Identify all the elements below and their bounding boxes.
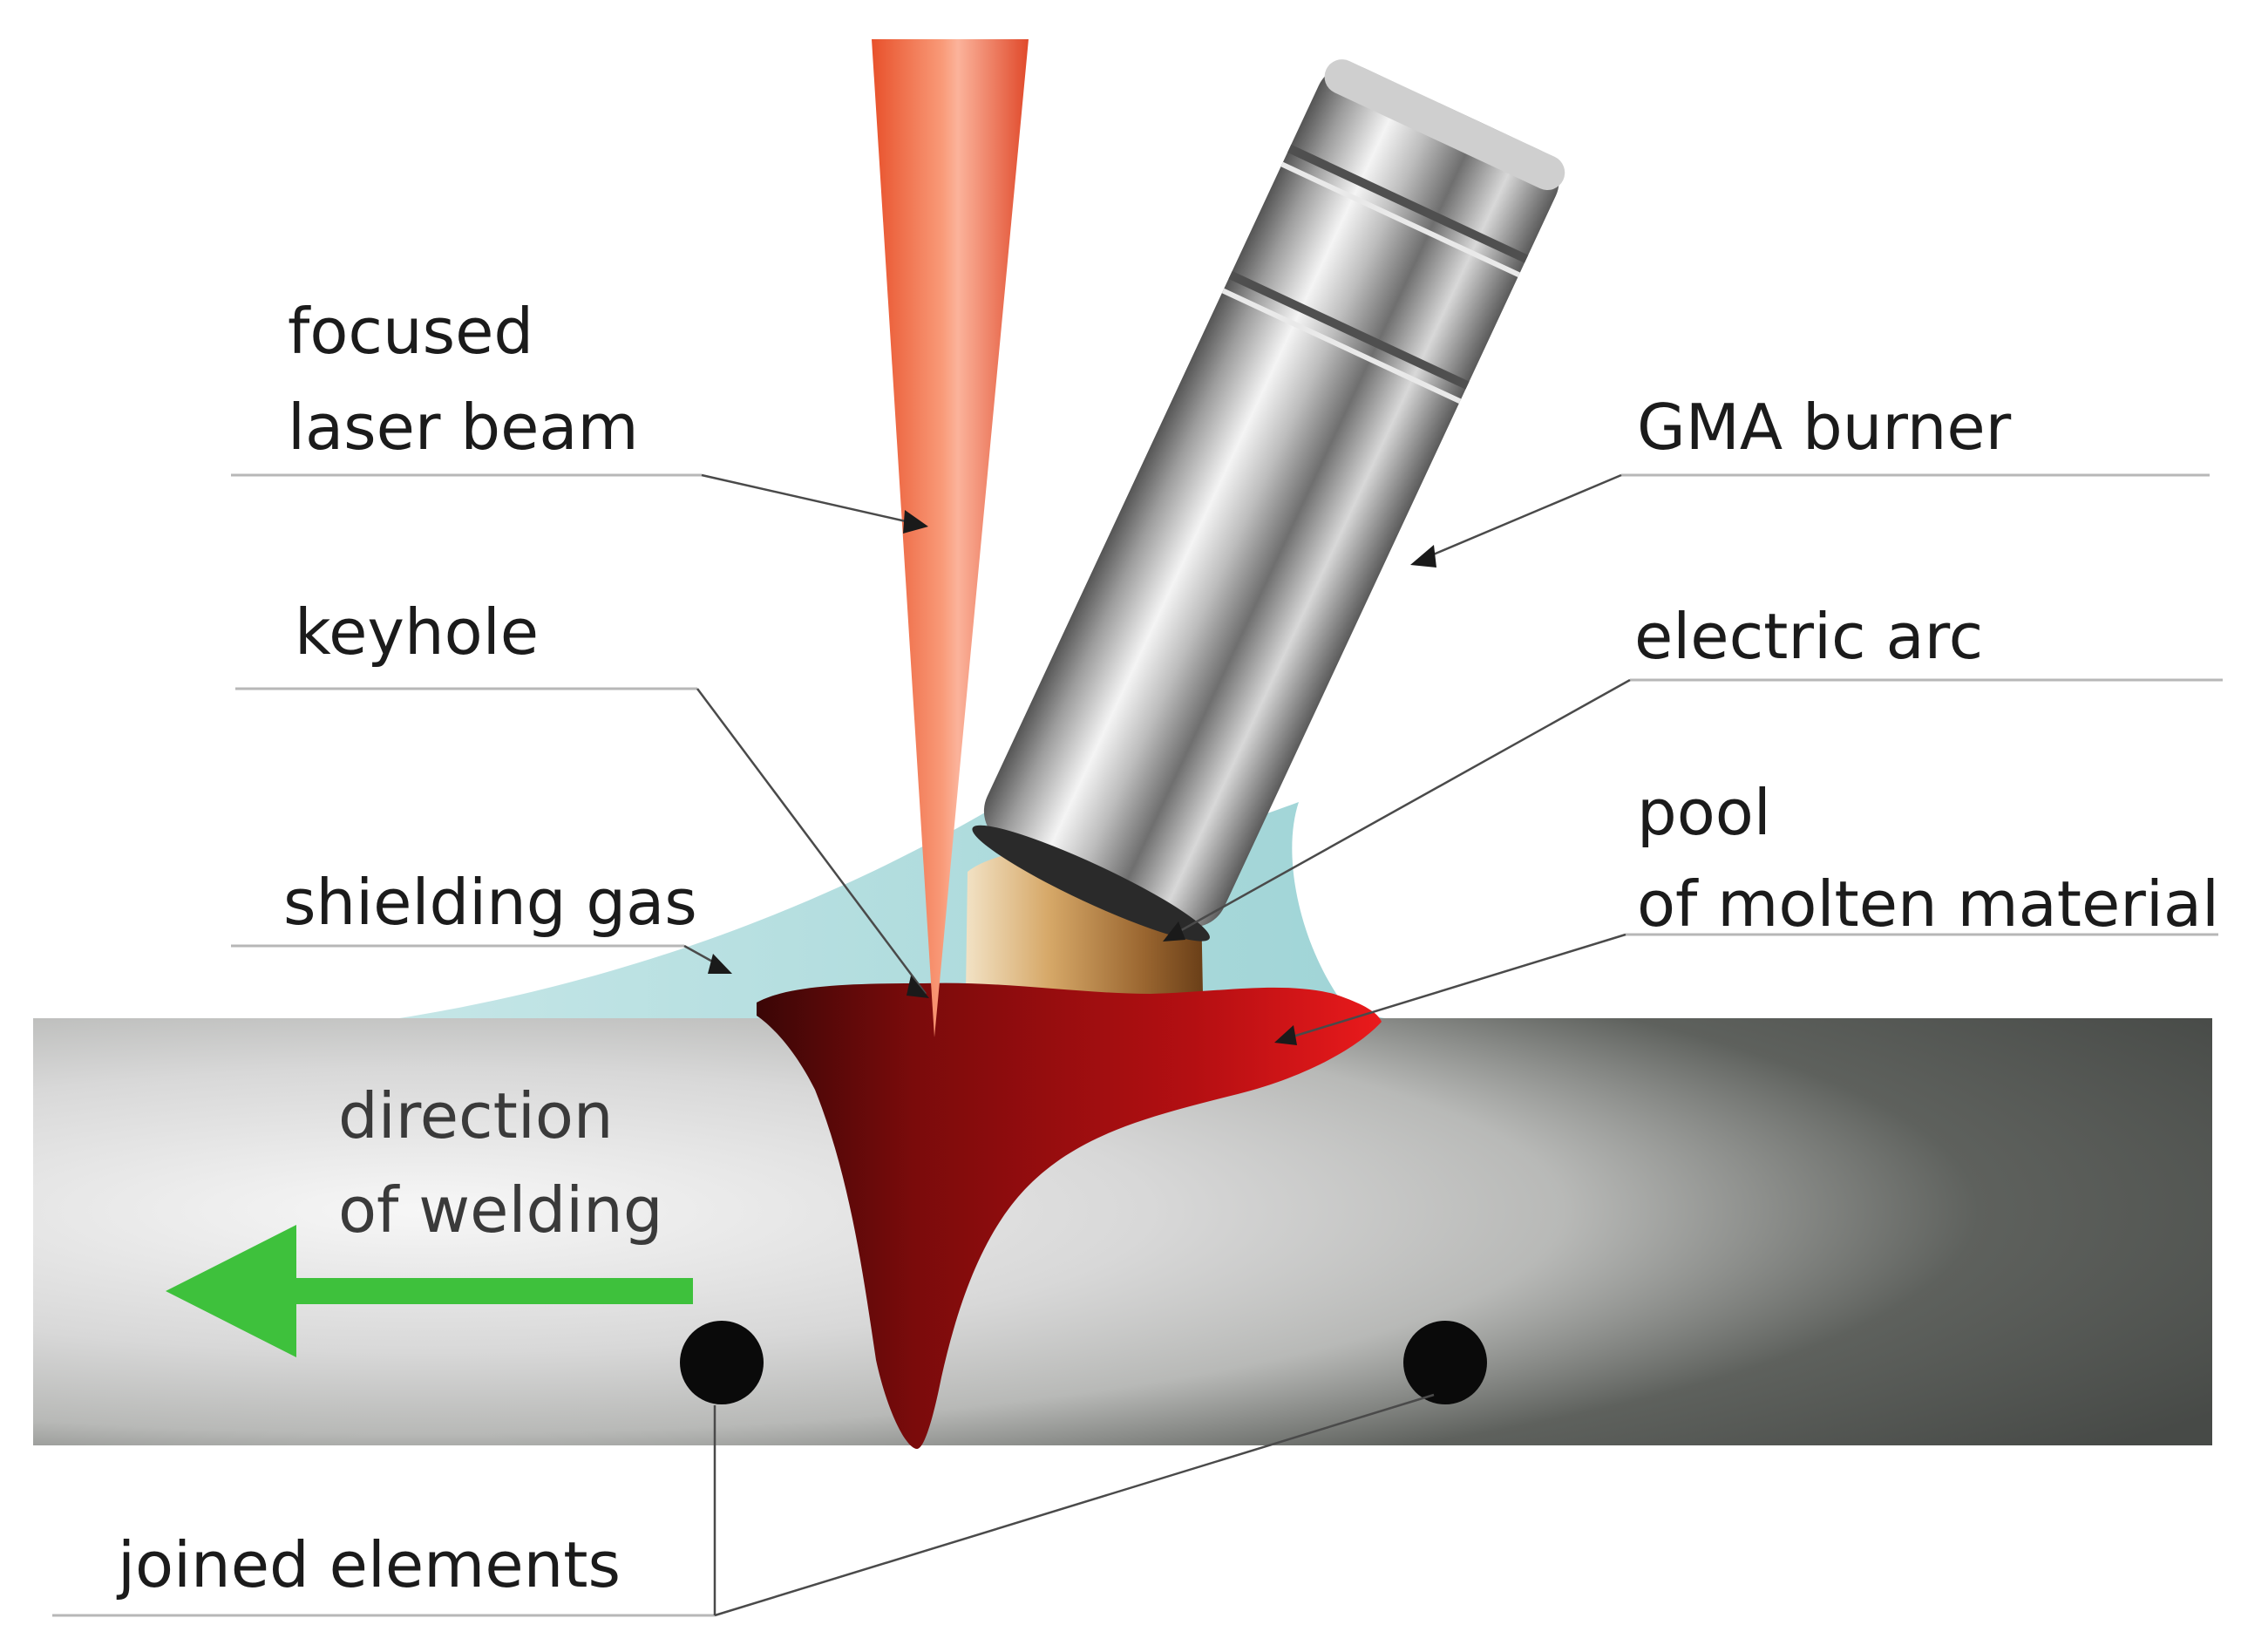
label-direction: direction: [338, 1079, 614, 1152]
label-shielding-gas: shielding gas: [283, 866, 697, 939]
leader-lines: [683, 473, 1631, 1617]
label-of-welding: of welding: [338, 1173, 663, 1247]
label-rules: [52, 473, 2223, 1617]
label-keyhole: keyhole: [295, 595, 539, 669]
joined-element-marker-right: [1403, 1321, 1487, 1404]
direction-arrow: [166, 1225, 693, 1357]
joined-element-marker-left: [680, 1321, 764, 1404]
label-focused: focused: [288, 295, 533, 368]
label-joined-elements: joined elements: [116, 1528, 621, 1601]
gma-burner: [972, 59, 1565, 942]
label-electric-arc: electric arc: [1634, 600, 1983, 673]
label-laser-beam: laser beam: [288, 391, 639, 464]
molten-pool: [757, 982, 1382, 1449]
label-of-molten-material: of molten material: [1637, 867, 2219, 941]
label-gma-burner: GMA burner: [1637, 391, 2012, 464]
leader-arrowheads: [708, 510, 1436, 1045]
laser-beam: [872, 39, 1029, 1037]
label-pool: pool: [1637, 776, 1771, 849]
